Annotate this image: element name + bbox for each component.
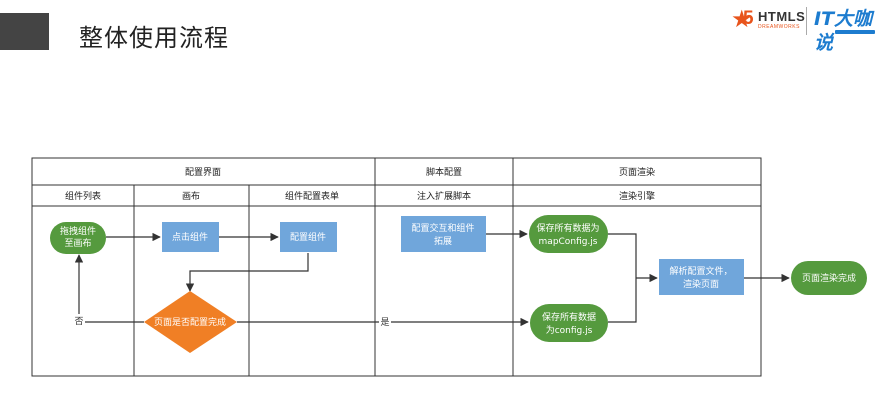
node-parse-config-line1: 解析配置文件， — [669, 265, 732, 277]
html5-logo-text: HTMLS — [758, 9, 806, 24]
node-save-config-line2: 为config.js — [546, 324, 593, 336]
node-interaction-config-line2: 拓展 — [434, 235, 452, 247]
lane-header-render-engine: 渲染引擎 — [619, 190, 655, 202]
html5-logo-subtext: DREAMWORKS — [758, 24, 800, 30]
node-parse-config-line2: 渲染页面 — [683, 278, 719, 290]
node-render-done-label: 页面渲染完成 — [802, 272, 856, 284]
node-interaction-config — [401, 216, 486, 252]
node-configure-component-label: 配置组件 — [290, 231, 326, 243]
node-drag-component-line1: 拖拽组件 — [60, 225, 96, 237]
it-logo-text: IT大咖说 — [814, 8, 873, 54]
lane-header-canvas: 画布 — [182, 190, 200, 202]
node-decision — [144, 291, 237, 353]
lane-header-inject-script: 注入扩展脚本 — [417, 190, 471, 202]
node-parse-config — [659, 259, 744, 295]
node-configure-component — [280, 222, 337, 252]
logo-divider — [806, 7, 807, 35]
node-render-done — [791, 261, 867, 295]
lane-header-component-form: 组件配置表单 — [285, 190, 339, 202]
slide-title: 整体使用流程 — [79, 24, 229, 52]
node-drag-component-line2: 至画布 — [64, 237, 91, 249]
corner-block — [0, 13, 49, 50]
node-save-mapconfig-line1: 保存所有数据为 — [536, 222, 599, 234]
node-save-config — [530, 304, 608, 342]
node-click-component-label: 点击组件 — [172, 231, 208, 243]
swimlane-frame — [31, 157, 762, 377]
node-click-component — [162, 222, 219, 252]
node-save-mapconfig-line2: mapConfig.js — [539, 237, 598, 247]
node-save-config-line1: 保存所有数据 — [542, 311, 596, 323]
node-save-mapconfig — [529, 215, 608, 253]
node-drag-component — [50, 222, 106, 254]
edge-label-yes: 是 — [380, 317, 389, 328]
node-interaction-config-line1: 配置交互和组件 — [411, 222, 474, 234]
edge-configure-to-decision — [185, 253, 309, 292]
edge-label-no: 否 — [74, 316, 83, 327]
edge-save-all-to-merge — [608, 233, 637, 278]
group-header-script-config: 脚本配置 — [426, 166, 462, 178]
logo-area: ★ 5 HTMLS DREAMWORKS IT大咖说 — [731, 4, 889, 54]
node-decision-label: 页面是否配置完成 — [154, 316, 226, 328]
edge-save-config-to-merge — [608, 278, 637, 323]
lane-header-component-list: 组件列表 — [65, 190, 101, 202]
html5-star-icon: ★ — [731, 5, 753, 33]
group-header-page-render: 页面渲染 — [619, 166, 655, 178]
html5-logo-number: 5 — [743, 8, 754, 29]
group-header-config-ui: 配置界面 — [185, 167, 221, 178]
it-logo-underline — [835, 30, 875, 34]
